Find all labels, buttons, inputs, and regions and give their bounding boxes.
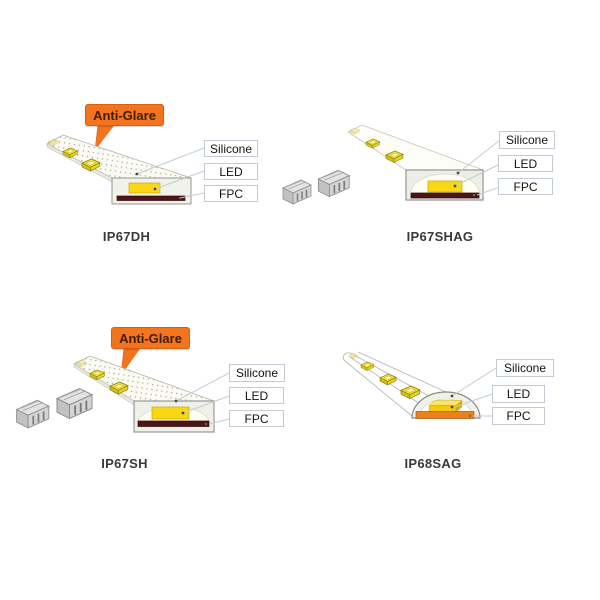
label-fpc: FPC <box>492 407 545 425</box>
led-strip <box>46 134 192 183</box>
fpc-bar <box>415 411 475 419</box>
led-chip-icon <box>379 373 397 386</box>
diagram-ip67sh <box>15 346 230 433</box>
fpc-bar <box>137 420 210 427</box>
strip-connector-icon <box>317 169 351 198</box>
panel-title-ip67shag: IP67SHAG <box>406 229 474 244</box>
leader-lines <box>454 139 501 196</box>
strip-connector-icon <box>15 399 50 429</box>
diagram-ip68sag <box>342 351 497 419</box>
led-strip <box>348 352 421 400</box>
label-fpc: FPC <box>229 410 284 427</box>
label-silicone: Silicone <box>204 140 258 157</box>
label-led: LED <box>229 387 284 404</box>
label-silicone: Silicone <box>496 359 554 377</box>
led-chip-icon <box>348 352 358 359</box>
label-led: LED <box>498 155 553 172</box>
led-bar <box>128 182 161 194</box>
label-fpc: FPC <box>498 178 553 195</box>
diagram-ip67shag <box>282 124 501 205</box>
diagram-ip67dh <box>46 123 205 205</box>
panel-title-ip67dh: IP67DH <box>102 229 151 244</box>
strip-connector-icon <box>56 387 93 420</box>
led-strip <box>347 124 484 171</box>
panel-title-ip67sh: IP67SH <box>101 456 148 471</box>
leader-lines <box>451 367 497 417</box>
label-fpc: FPC <box>204 185 258 202</box>
anti-glare-callout: Anti-Glare <box>111 327 190 349</box>
led-bar <box>427 180 463 193</box>
strip-connector-icon <box>282 179 312 205</box>
cross-section <box>411 391 481 419</box>
label-silicone: Silicone <box>229 364 285 382</box>
label-led: LED <box>492 385 545 403</box>
label-silicone: Silicone <box>499 131 555 149</box>
anti-glare-callout: Anti-Glare <box>85 104 164 126</box>
led-chip-icon <box>400 385 421 400</box>
led-bar <box>151 406 190 420</box>
leader-lines <box>136 147 205 199</box>
label-led: LED <box>204 163 258 180</box>
led-chip-icon <box>360 361 375 371</box>
fpc-bar <box>410 192 480 199</box>
panel-title-ip68sag: IP68SAG <box>404 456 462 471</box>
anti-glare-callout-tail <box>94 123 116 151</box>
cross-section <box>111 177 192 205</box>
cross-section <box>405 169 484 201</box>
fpc-bar <box>116 195 186 201</box>
leader-lines <box>175 372 230 425</box>
led-strip <box>73 355 215 406</box>
